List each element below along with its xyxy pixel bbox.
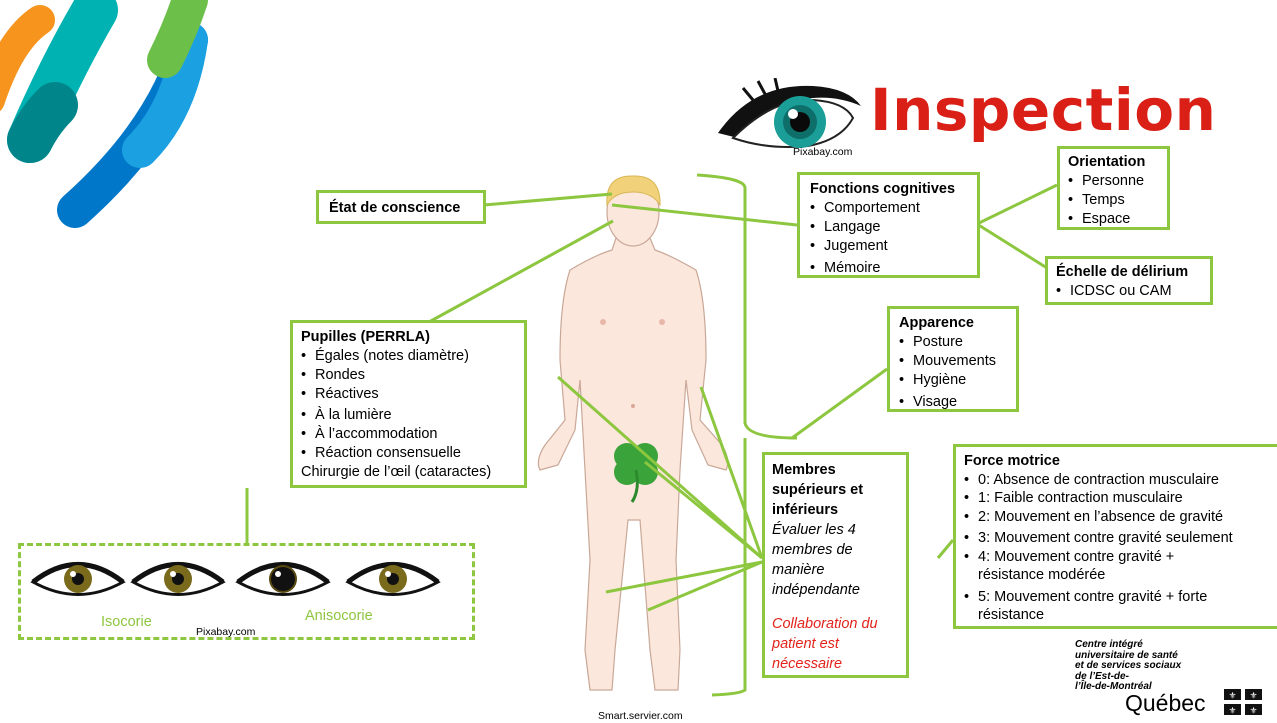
orientation-title: Orientation — [1068, 153, 1159, 172]
orientation-list: Personne Temps Espace — [1068, 172, 1159, 229]
membres-italic-line: manière — [772, 560, 899, 580]
force-motrice-list: 0: Absence de contraction musculaire 1: … — [964, 471, 1272, 567]
eye-credit: Pixabay.com — [793, 146, 852, 158]
svg-text:⚜: ⚜ — [1249, 692, 1257, 702]
list-item: Personne — [1068, 172, 1159, 191]
eye-icon — [238, 565, 328, 595]
list-item: 5: Mouvement contre gravité + forte — [964, 588, 1272, 607]
svg-text:⚜: ⚜ — [1228, 707, 1236, 716]
eye-icon — [133, 565, 223, 595]
membres-red-line: nécessaire — [772, 654, 899, 674]
list-item: Réactives — [301, 385, 516, 404]
apparence-title: Apparence — [899, 314, 1007, 333]
list-item: Visage — [899, 393, 1007, 412]
pupilles-box: Pupilles (PERRLA) Égales (notes diamètre… — [290, 320, 527, 488]
orientation-box: Orientation Personne Temps Espace — [1057, 146, 1170, 230]
list-item-continuation: résistance modérée — [964, 566, 1272, 585]
eyes-illustration — [28, 552, 468, 612]
list-item: Réaction consensuelle — [301, 444, 516, 463]
human-body-illustration — [538, 176, 727, 690]
membres-italic-line: Évaluer les 4 — [772, 520, 899, 540]
list-item: ICDSC ou CAM — [1056, 282, 1202, 301]
etat-conscience-box: État de conscience — [316, 190, 486, 224]
membres-title-line: supérieurs et — [772, 480, 899, 500]
list-item: Hygiène — [899, 371, 1007, 390]
page-title: Inspection — [870, 76, 1216, 144]
force-motrice-box: Force motrice 0: Absence de contraction … — [953, 444, 1277, 629]
svg-text:⚜: ⚜ — [1228, 692, 1236, 702]
list-item: Jugement — [810, 237, 967, 256]
membres-title-line: inférieurs — [772, 500, 899, 520]
eye-icon — [33, 565, 123, 595]
fleur-de-lis-flag-icon: ⚜ ⚜ ⚜ ⚜ — [1224, 689, 1262, 715]
pupilles-note: Chirurgie de l’œil (cataractes) — [301, 463, 516, 482]
list-item: Égales (notes diamètre) — [301, 347, 516, 366]
force-motrice-title: Force motrice — [964, 452, 1272, 471]
list-item: Posture — [899, 333, 1007, 352]
eye-icon — [348, 565, 438, 595]
institution-name: Centre intégré universitaire de santé et… — [1075, 640, 1181, 693]
membres-title-line: Membres — [772, 460, 899, 480]
force-motrice-list-end: 5: Mouvement contre gravité + forte — [964, 588, 1272, 607]
list-item: Temps — [1068, 191, 1159, 210]
apparence-list: Posture Mouvements Hygiène Visage — [899, 333, 1007, 412]
isocorie-label: Isocorie — [101, 614, 152, 630]
pupilles-list: Égales (notes diamètre) Rondes Réactives… — [301, 347, 516, 463]
quebec-wordmark: Québec — [1125, 690, 1206, 717]
anisocorie-label: Anisocorie — [305, 608, 373, 624]
svg-text:⚜: ⚜ — [1249, 707, 1257, 716]
delirium-list: ICDSC ou CAM — [1056, 282, 1202, 301]
institution-line: et de services sociaux — [1075, 661, 1181, 672]
fonctions-cognitives-box: Fonctions cognitives Comportement Langag… — [797, 172, 980, 278]
eyes-credit: Pixabay.com — [196, 626, 255, 638]
list-item: 4: Mouvement contre gravité + — [964, 548, 1272, 567]
membres-box: Membres supérieurs et inférieurs Évaluer… — [762, 452, 909, 678]
list-item-continuation: résistance — [964, 606, 1272, 625]
fonctions-cognitives-list: Comportement Langage Jugement Mémoire — [810, 199, 967, 278]
list-item: 2: Mouvement en l’absence de gravité — [964, 508, 1272, 527]
body-credit: Smart.servier.com — [598, 710, 683, 722]
list-item: À l’accommodation — [301, 425, 516, 444]
list-item: Comportement — [810, 199, 967, 218]
delirium-box: Échelle de délirium ICDSC ou CAM — [1045, 256, 1213, 305]
list-item: Rondes — [301, 366, 516, 385]
membres-red-line: patient est — [772, 634, 899, 654]
etat-conscience-title: État de conscience — [329, 199, 473, 218]
list-item: Langage — [810, 218, 967, 237]
list-item: 1: Faible contraction musculaire — [964, 489, 1272, 508]
membres-red-line: Collaboration du — [772, 614, 899, 634]
list-item: Mémoire — [810, 259, 967, 278]
pupilles-title: Pupilles (PERRLA) — [301, 328, 516, 347]
institution-line: Centre intégré — [1075, 640, 1181, 651]
list-item: Espace — [1068, 210, 1159, 229]
membres-italic-line: membres de — [772, 540, 899, 560]
delirium-title: Échelle de délirium — [1056, 263, 1202, 282]
list-item: À la lumière — [301, 406, 516, 425]
membres-italic-line: indépendante — [772, 580, 899, 600]
list-item: Mouvements — [899, 352, 1007, 371]
fonctions-cognitives-title: Fonctions cognitives — [810, 180, 967, 199]
apparence-box: Apparence Posture Mouvements Hygiène Vis… — [887, 306, 1019, 412]
list-item: 3: Mouvement contre gravité seulement — [964, 529, 1272, 548]
list-item: 0: Absence de contraction musculaire — [964, 471, 1272, 490]
